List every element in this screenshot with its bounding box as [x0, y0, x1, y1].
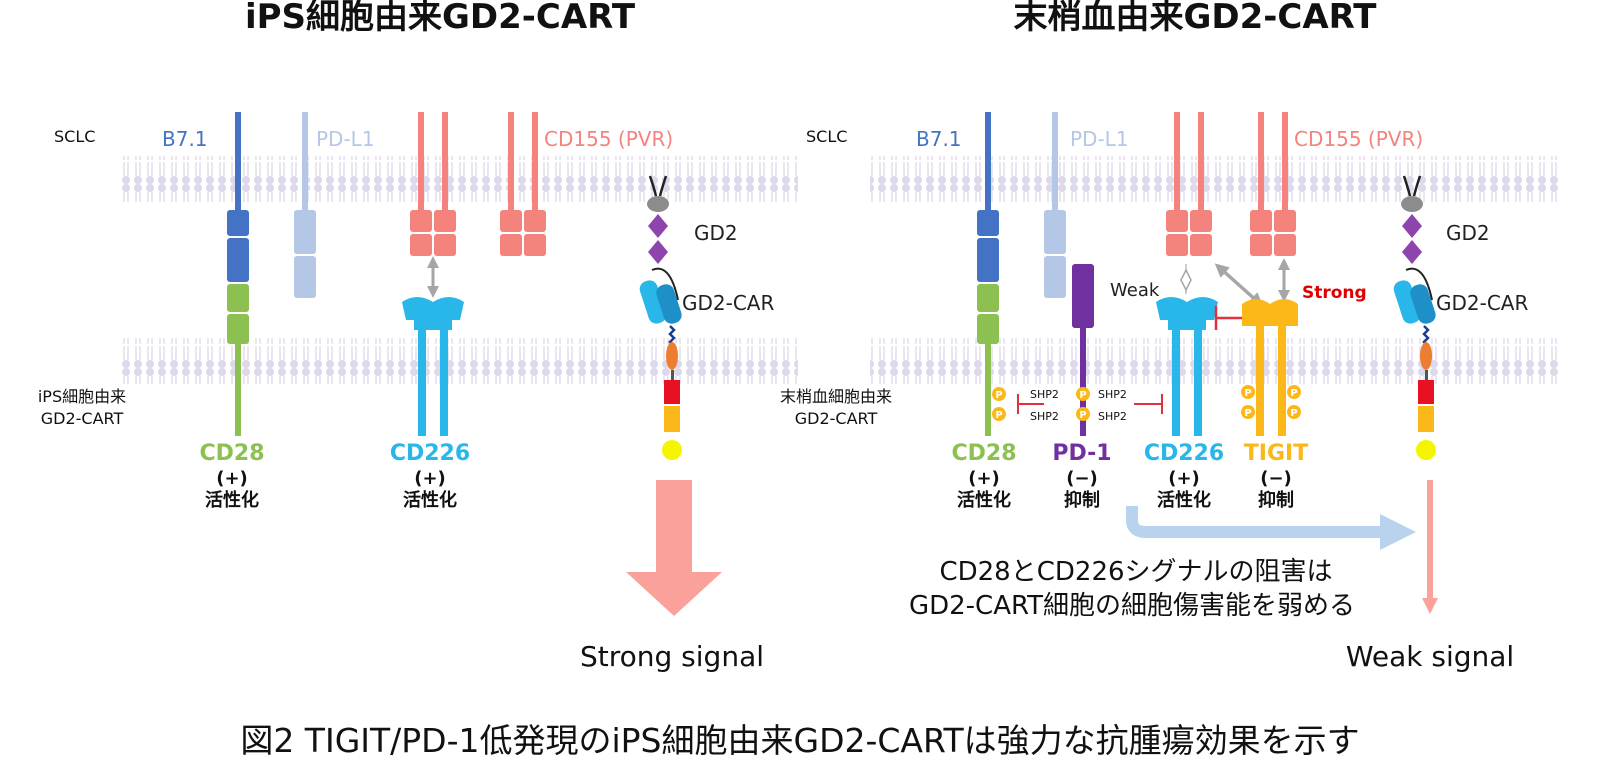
left-cd155-ligand-b	[500, 112, 546, 256]
tigit-inhibits-cd226	[1214, 306, 1242, 330]
left-cd226-receptor	[402, 297, 464, 436]
figure-caption: 図2 TIGIT/PD-1低発現のiPS細胞由来GD2-CARTは強力な抗腫瘍効…	[240, 721, 1359, 760]
strong-label: Strong	[1302, 283, 1367, 303]
right-tigit-receptor: P P P P	[1241, 299, 1301, 436]
tigit-phospho-3: P	[1290, 388, 1297, 399]
shp2-inhibition-cd226	[1134, 394, 1163, 414]
right-pdl1-ligand	[1044, 112, 1066, 298]
right-tcell-membrane	[870, 338, 1560, 384]
left-b71-ligand	[227, 112, 249, 282]
left-sclc-label: SCLC	[54, 127, 95, 146]
left-cd226-sign: (+)	[414, 468, 446, 489]
right-tigit-sign: (−)	[1260, 468, 1292, 489]
note-line1: CD28とCD226シグナルの阻害は	[939, 557, 1332, 587]
left-cd226-label: CD226	[390, 441, 470, 466]
right-cd155-label: CD155 (PVR)	[1294, 127, 1423, 151]
left-panel: SCLC iPS細胞由来 GD2-CART B7.1 PD-L1 CD155 (…	[38, 112, 774, 673]
left-b71-label: B7.1	[162, 127, 208, 151]
strong-signal-arrow	[626, 480, 722, 616]
right-tigit-effect: 抑制	[1258, 490, 1294, 511]
right-b71-label: B7.1	[916, 127, 962, 151]
note-line2: GD2-CART細胞の細胞傷害能を弱める	[909, 591, 1355, 621]
right-cd226-sign: (+)	[1168, 468, 1200, 489]
right-pd1-effect: 抑制	[1064, 490, 1100, 511]
right-cd28-phospho-2: P	[995, 410, 1002, 421]
tigit-phospho-1: P	[1244, 388, 1251, 399]
right-sclc-label: SCLC	[806, 127, 847, 146]
left-gd2-car	[639, 267, 682, 460]
shp2-label-4: SHP2	[1098, 410, 1127, 423]
right-cd28-phospho-1: P	[995, 390, 1002, 401]
tigit-phospho-2: P	[1244, 408, 1251, 419]
left-cell-label-line1: iPS細胞由来	[38, 387, 126, 406]
right-gd2-label: GD2	[1446, 221, 1490, 245]
left-pdl1-ligand	[294, 112, 316, 298]
left-gd2-car-label: GD2-CAR	[682, 291, 774, 315]
right-panel-title: 末梢血由来GD2-CART	[1013, 0, 1377, 37]
right-cd155-ligand-a	[1166, 112, 1212, 256]
right-cd226-effect: 活性化	[1157, 489, 1211, 511]
right-gd2-car	[1393, 267, 1436, 460]
right-tigit-label: TIGIT	[1244, 441, 1308, 466]
tigit-phospho-4: P	[1290, 408, 1297, 419]
weak-signal-label: Weak signal	[1346, 640, 1514, 673]
right-pd1-phospho-1: P	[1079, 390, 1086, 401]
right-pd1-label: PD-1	[1052, 441, 1111, 466]
right-tumor-membrane	[870, 156, 1560, 202]
right-cell-label-line1: 末梢血細胞由来	[780, 387, 892, 406]
left-cd226-effect: 活性化	[403, 489, 457, 511]
right-cd28-receptor: P P	[977, 284, 1006, 436]
right-pd1-receptor: P P	[1072, 264, 1094, 436]
shp2-label-2: SHP2	[1030, 410, 1059, 423]
left-pdl1-label: PD-L1	[316, 127, 375, 151]
left-cell-label-line2: GD2-CART	[41, 409, 124, 428]
left-cd28-label: CD28	[199, 441, 264, 466]
right-pdl1-label: PD-L1	[1070, 127, 1129, 151]
right-cd28-effect: 活性化	[957, 489, 1011, 511]
right-cd226-label: CD226	[1144, 441, 1224, 466]
weak-signal-arrow-head	[1422, 598, 1438, 614]
right-cd28-sign: (+)	[968, 468, 1000, 489]
cross-binding-arrow	[1214, 263, 1264, 307]
right-cd28-label: CD28	[951, 441, 1016, 466]
left-cd155-label: CD155 (PVR)	[544, 127, 673, 151]
weak-signal-arrow-shaft	[1427, 480, 1433, 598]
weak-label: Weak	[1110, 280, 1160, 301]
right-cd155-ligand-b	[1250, 112, 1296, 256]
shp2-label-3: SHP2	[1098, 388, 1127, 401]
right-gd2-antigen	[1401, 175, 1423, 264]
left-cd28-receptor	[227, 284, 249, 436]
left-gd2-antigen	[647, 175, 669, 264]
left-cd28-effect: 活性化	[205, 489, 259, 511]
inhibition-flow-arrow	[1126, 506, 1416, 550]
left-tcell-membrane	[118, 338, 798, 384]
right-pd1-phospho-2: P	[1079, 410, 1086, 421]
left-tumor-membrane	[118, 156, 798, 202]
right-panel: SCLC 末梢血細胞由来 GD2-CART B7.1 P P PD-L1	[780, 112, 1528, 673]
shp2-label-1: SHP2	[1030, 388, 1059, 401]
shp2-inhibition-cd28	[1017, 394, 1044, 414]
right-cd226-receptor	[1156, 297, 1218, 436]
left-cd155-ligand-a	[410, 112, 456, 256]
left-cd28-sign: (+)	[216, 468, 248, 489]
right-pd1-sign: (−)	[1066, 468, 1098, 489]
strong-signal-label: Strong signal	[580, 640, 764, 673]
left-gd2-label: GD2	[694, 221, 738, 245]
weak-binding-arrow	[1180, 264, 1192, 294]
left-panel-title: iPS細胞由来GD2-CART	[245, 0, 636, 37]
right-b71-ligand	[977, 112, 999, 282]
right-gd2-car-label: GD2-CAR	[1436, 291, 1528, 315]
right-cell-label-line2: GD2-CART	[795, 409, 878, 428]
